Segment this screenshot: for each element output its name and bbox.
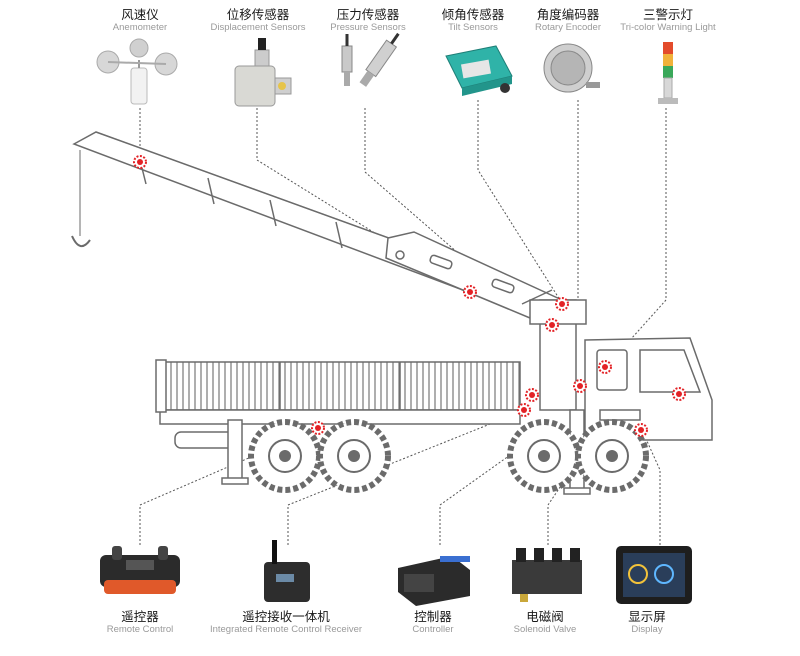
wheels (248, 419, 649, 493)
label-anemometer: 风速仪 Anemometer (112, 7, 168, 33)
label-display: 显示屏 Display (628, 609, 666, 635)
marker-encoder (573, 379, 587, 393)
displacement-sensor-icon (234, 38, 292, 107)
label-tilt: 倾角传感器 Tilt Sensors (441, 7, 505, 33)
marker-pressure (545, 318, 559, 332)
sensor-markers (133, 155, 686, 437)
tilt-sensor-icon (445, 45, 513, 96)
marker-warning-light (598, 360, 612, 374)
marker-tilt (555, 297, 569, 311)
label-remote-control: 遥控器 Remote Control (106, 609, 174, 635)
label-controller: 控制器 Controller (412, 609, 454, 635)
label-receiver: 遥控接收一体机 Integrated Remote Control Receiv… (209, 609, 363, 635)
truck-cab (584, 337, 713, 441)
leader-lines (139, 100, 667, 545)
wheel (507, 419, 581, 493)
label-displacement: 位移传感器 Displacement Sensors (210, 7, 306, 33)
remote-control-icon (100, 546, 180, 594)
label-warning-light: 三警示灯 Tri-color Warning Light (620, 7, 716, 33)
marker-anemometer (133, 155, 147, 169)
marker-controller (517, 403, 531, 417)
marker-display (672, 387, 686, 401)
truck-bed (155, 359, 521, 449)
marker-displacement (463, 285, 477, 299)
wheel (575, 419, 649, 493)
controller-icon (398, 556, 470, 606)
marker-receiver (525, 388, 539, 402)
label-pressure: 压力传感器 Pressure Sensors (330, 7, 406, 33)
marker-valve (634, 423, 648, 437)
rotary-encoder-icon (543, 43, 600, 93)
pressure-sensor-icon (341, 32, 400, 87)
marker-remote (311, 421, 325, 435)
solenoid-valve-icon (512, 548, 582, 602)
display-icon (616, 546, 692, 604)
crane-boom (71, 131, 563, 327)
wheel (317, 419, 391, 493)
label-solenoid-valve: 电磁阀 Solenoid Valve (513, 609, 577, 635)
receiver-icon (264, 540, 310, 602)
warning-light-icon (658, 42, 678, 104)
label-encoder: 角度编码器 Rotary Encoder (534, 7, 601, 33)
wheel (248, 419, 322, 493)
anemometer-icon (96, 38, 178, 105)
